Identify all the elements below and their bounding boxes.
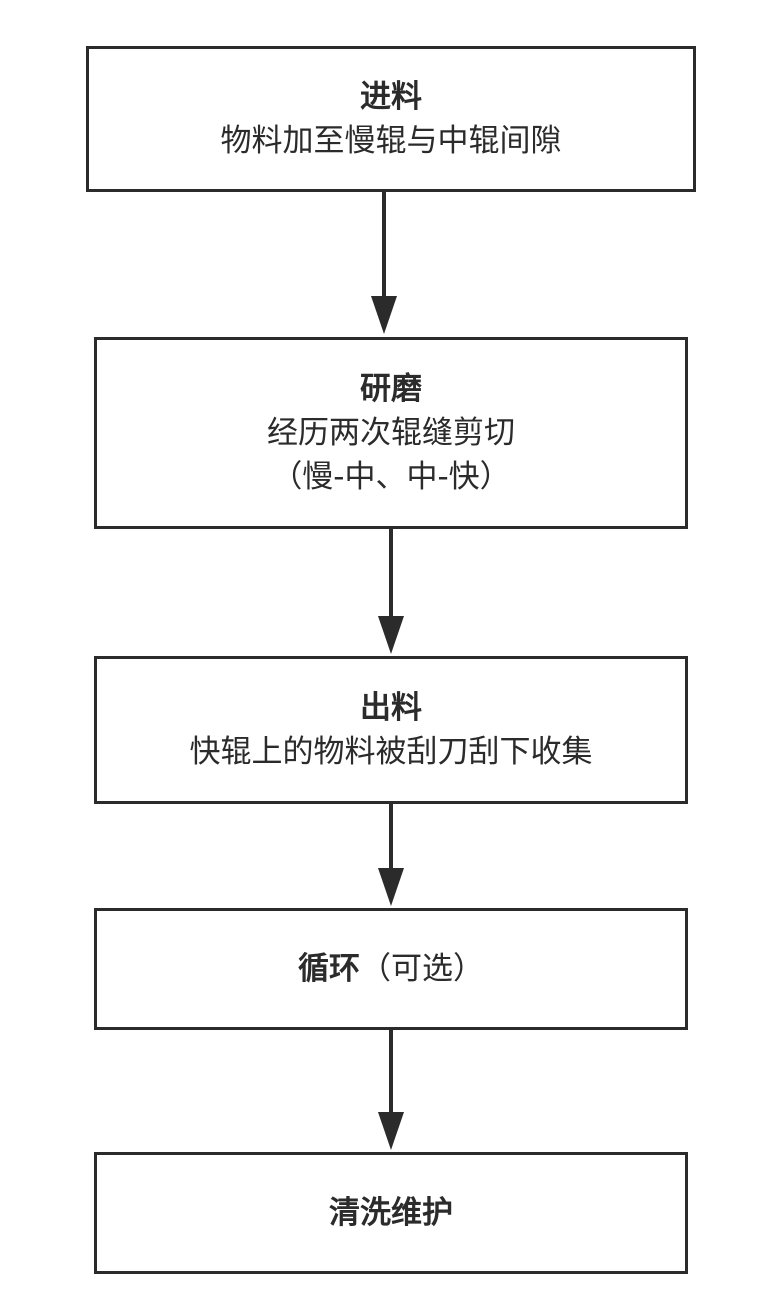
arrow-2 <box>378 529 404 654</box>
step-title: 进料 <box>360 79 422 115</box>
arrow-4 <box>378 1030 404 1150</box>
step-title: 出料 <box>360 690 422 726</box>
step-optional-note: （可选） <box>360 951 484 987</box>
step-feeding: 进料 物料加至慢辊与中辊间隙 <box>86 46 696 192</box>
step-description: 经历两次辊缝剪切 <box>267 415 515 451</box>
step-title: 清洗维护 <box>329 1195 453 1231</box>
step-title: 研磨 <box>360 371 422 407</box>
step-cleaning-maintenance: 清洗维护 <box>94 1152 688 1274</box>
step-title-row: 循环（可选） <box>298 947 484 991</box>
arrow-1 <box>371 192 397 334</box>
step-description-detail: （慢-中、中-快） <box>271 459 511 495</box>
step-grinding: 研磨 经历两次辊缝剪切 （慢-中、中-快） <box>94 337 688 529</box>
step-description: 快辊上的物料被刮刀刮下收集 <box>189 734 593 770</box>
arrow-3 <box>378 804 404 906</box>
step-description: 物料加至慢辊与中辊间隙 <box>220 123 562 159</box>
step-cycle: 循环（可选） <box>94 908 688 1030</box>
step-discharge: 出料 快辊上的物料被刮刀刮下收集 <box>94 656 688 804</box>
step-title: 循环 <box>298 951 360 987</box>
